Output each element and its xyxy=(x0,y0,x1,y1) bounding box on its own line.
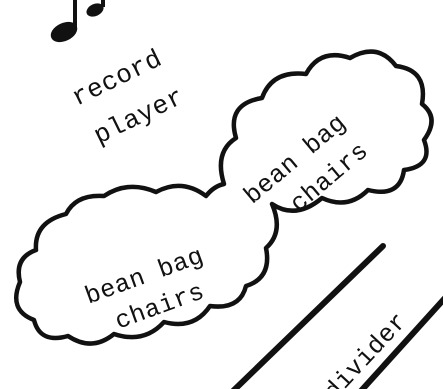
music-note-icon xyxy=(48,0,106,46)
